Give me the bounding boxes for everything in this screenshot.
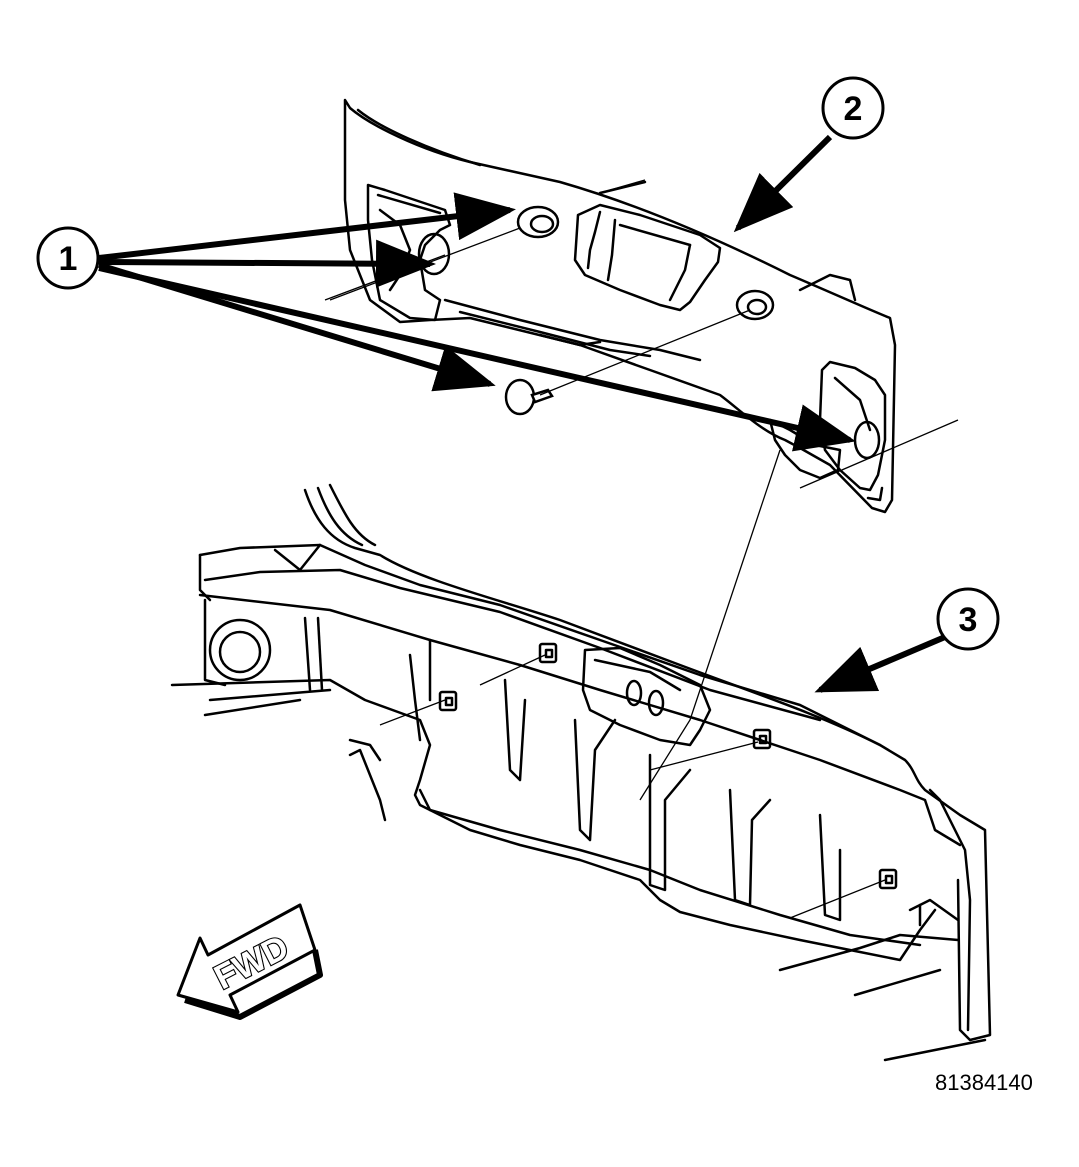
push-pin-retainer bbox=[504, 378, 554, 416]
callout-3: 3 bbox=[936, 587, 1000, 651]
callout-1: 1 bbox=[36, 226, 100, 290]
figure-number: 81384140 bbox=[935, 1070, 1033, 1095]
callout-2-label: 2 bbox=[844, 90, 863, 128]
fwd-direction-arrow: FWD bbox=[176, 903, 323, 1020]
leader-arrows bbox=[98, 134, 947, 693]
callout-2: 2 bbox=[821, 76, 885, 140]
arrow-1-to-upper-pin bbox=[98, 192, 516, 261]
arrow-2-to-trim-panel bbox=[733, 134, 833, 233]
callout-3-label: 3 bbox=[959, 601, 978, 639]
arrow-1-to-left-pin bbox=[98, 239, 436, 288]
arrow-1-to-right-pin bbox=[98, 265, 856, 452]
body-panel bbox=[170, 483, 992, 1062]
arrow-3-to-body-panel bbox=[814, 634, 947, 693]
trim-panel bbox=[343, 98, 897, 514]
callout-1-label: 1 bbox=[59, 240, 78, 278]
alignment-lines bbox=[324, 179, 959, 919]
